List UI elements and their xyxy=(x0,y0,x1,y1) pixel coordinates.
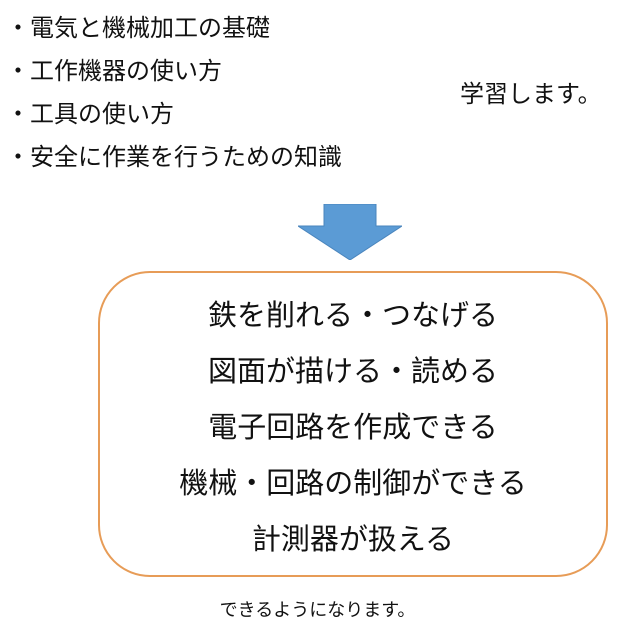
learning-topic-label: 工作機器の使い方 xyxy=(30,57,222,85)
learning-topic-item: ・ 安全に作業を行うための知識 xyxy=(6,133,436,176)
outcome-note: できるようになります。 xyxy=(219,600,416,621)
outcome-item: 鉄を削れる・つなげる xyxy=(207,298,498,332)
learn-note: 学習します。 xyxy=(460,80,602,108)
down-arrow-shape xyxy=(298,204,402,260)
down-arrow-icon xyxy=(298,204,402,260)
outcome-item: 図面が描ける・読める xyxy=(207,354,498,388)
learning-topic-item: ・ 工具の使い方 xyxy=(6,90,436,133)
learning-topic-label: 電気と機械加工の基礎 xyxy=(30,14,270,42)
learning-topic-item: ・ 電気と機械加工の基礎 xyxy=(6,4,436,47)
bullet-marker: ・ xyxy=(6,100,30,128)
learning-topics-list: ・ 電気と機械加工の基礎 ・ 工作機器の使い方 ・ 工具の使い方 ・ 安全に作業… xyxy=(6,4,436,176)
bullet-marker: ・ xyxy=(6,57,30,85)
outcome-item: 電子回路を作成できる xyxy=(208,410,498,444)
bullet-marker: ・ xyxy=(6,143,30,171)
bullet-marker: ・ xyxy=(6,14,30,42)
learning-topic-label: 工具の使い方 xyxy=(30,100,174,128)
learning-topic-label: 安全に作業を行うための知識 xyxy=(30,143,342,171)
learning-topic-item: ・ 工作機器の使い方 xyxy=(6,47,436,90)
outcome-item: 計測器が扱える xyxy=(251,522,455,556)
outcome-item: 機械・回路の制御ができる xyxy=(179,466,527,500)
outcomes-box: 鉄を削れる・つなげる 図面が描ける・読める 電子回路を作成できる 機械・回路の制… xyxy=(98,271,608,577)
